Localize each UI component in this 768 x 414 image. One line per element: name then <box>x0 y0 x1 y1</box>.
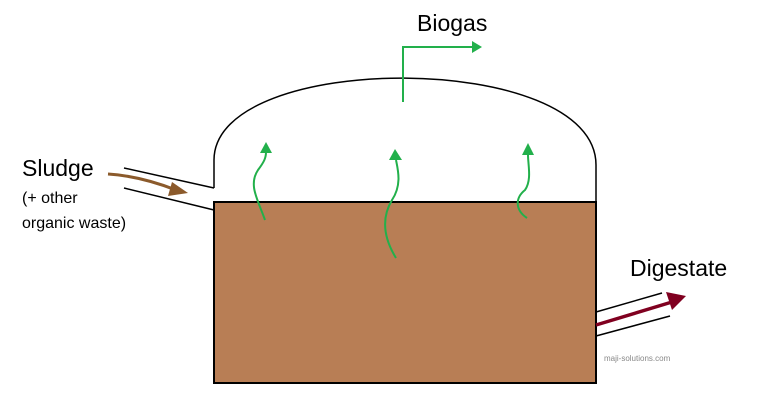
gas-bubble-arrow-right <box>516 143 534 219</box>
gas-bubble-arrow-left <box>252 142 272 221</box>
sludge-tank-contents <box>213 201 597 384</box>
inlet-pipe-top <box>123 167 215 189</box>
sludge-note-line2: organic waste) <box>22 215 127 232</box>
sludge-label: Sludge <box>22 155 94 181</box>
gas-bubble-arrow-middle <box>384 149 402 259</box>
sludge-note-line1: (+ other <box>22 190 78 207</box>
inlet-arrow <box>107 172 188 196</box>
outlet-arrow <box>595 292 686 327</box>
biogas-label: Biogas <box>417 10 488 36</box>
watermark: maji-solutions.com <box>604 354 671 363</box>
inlet-pipe-bottom <box>123 187 215 211</box>
outlet-pipe-top <box>595 292 663 313</box>
digestate-label: Digestate <box>630 255 728 281</box>
gas-dome <box>213 77 597 202</box>
biogas-outlet-arrow <box>402 41 482 102</box>
outlet-pipe-bottom <box>595 315 671 337</box>
